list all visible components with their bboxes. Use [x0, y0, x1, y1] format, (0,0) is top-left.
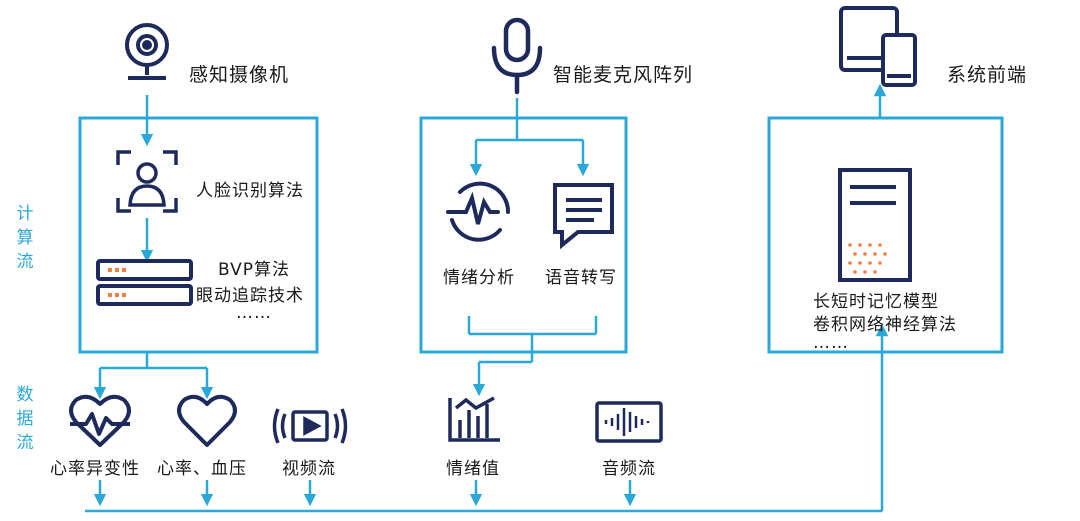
tablet-phone-icon — [839, 6, 917, 87]
box1-ellipsis: …… — [236, 303, 272, 323]
cnn-label: 卷积网络神经算法 — [813, 315, 957, 335]
speech-transcription-label: 语音转写 — [545, 268, 617, 288]
emotion-analysis-label: 情绪分析 — [443, 268, 515, 288]
video-stream-label: 视频流 — [282, 459, 336, 479]
emotion-analysis-icon — [446, 181, 511, 242]
audio-wave-icon — [595, 401, 663, 443]
bar-chart-icon — [448, 396, 500, 442]
mic-label: 智能麦克风阵列 — [553, 64, 694, 86]
chat-bubble-icon — [553, 183, 614, 250]
compute-flow-label: 计 算 流 — [16, 204, 34, 272]
emotion-value-label: 情绪值 — [446, 459, 500, 479]
frontend-label: 系统前端 — [947, 64, 1028, 86]
heart-icon — [177, 394, 237, 447]
webcam-icon — [125, 23, 169, 80]
server-tower-icon — [838, 168, 912, 282]
audio-stream-label: 音频流 — [602, 459, 656, 479]
server-rack-icon — [96, 259, 193, 306]
microphone-icon — [491, 17, 543, 95]
box3-ellipsis: …… — [813, 333, 849, 353]
processing-box-audio — [419, 116, 628, 354]
data-flow-label: 数 据 流 — [16, 385, 34, 453]
face-recognition-label: 人脸识别算法 — [196, 181, 304, 201]
face-scan-icon — [116, 150, 178, 213]
eye-tracking-label: 眼动追踪技术 — [196, 286, 304, 306]
heart-pulse-icon — [69, 394, 131, 447]
camera-label: 感知摄像机 — [189, 64, 290, 86]
bvp-label: BVP算法 — [218, 260, 291, 280]
processing-box-model — [767, 116, 1004, 354]
video-play-icon — [272, 408, 348, 444]
hrv-label: 心率异变性 — [50, 459, 140, 479]
lstm-label: 长短时记忆模型 — [813, 292, 939, 312]
heart-rate-bp-label: 心率、血压 — [157, 459, 247, 479]
processing-box-vision — [78, 116, 319, 354]
